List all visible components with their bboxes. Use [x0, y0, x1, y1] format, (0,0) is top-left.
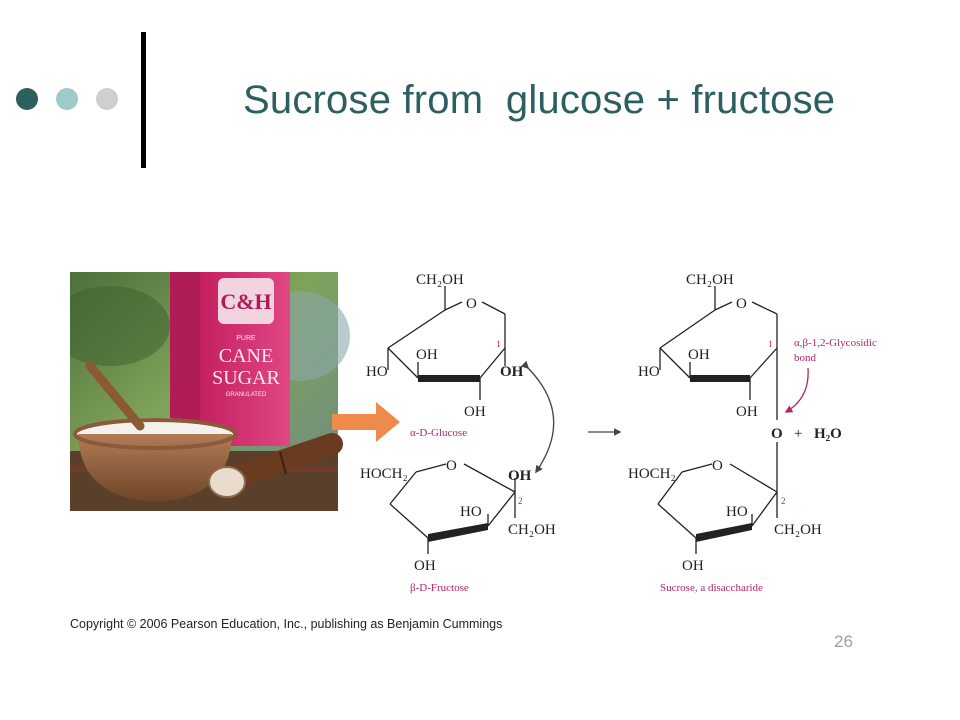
sucrose-c1-label: 1	[768, 339, 773, 349]
sucrose-ho-ring: HO	[726, 504, 748, 520]
fructose-ch2oh: CH₂OH	[508, 522, 556, 538]
sucrose-reaction-figure: C&H PURE CANE SUGAR GRANULATED CH₂OH O O…	[70, 272, 877, 594]
slide-title: Sucrose from glucose + fructose	[243, 78, 836, 122]
sucrose-oh-bottom-top: OH	[736, 404, 758, 420]
glucose-name: α-D-Glucose	[410, 427, 467, 439]
fructose-ring-o: O	[446, 458, 457, 474]
glucose-oh-bottom: OH	[464, 404, 486, 420]
sucrose-ch2oh: CH₂OH	[686, 272, 734, 288]
glucose-c1-label: 1	[496, 339, 501, 349]
sugar-photo: C&H PURE CANE SUGAR GRANULATED	[70, 272, 350, 511]
sucrose-ch2oh-bottom: CH₂OH	[774, 522, 822, 538]
box-sugar: SUGAR	[212, 367, 280, 389]
box-granulated: GRANULATED	[226, 392, 267, 398]
box-pure: PURE	[236, 335, 256, 342]
fructose-ho-ring: HO	[460, 504, 482, 520]
glucose-ring-o: O	[466, 296, 477, 312]
glucose-ho-left: HO	[366, 364, 388, 380]
fructose-structure	[389, 463, 516, 554]
fructose-hoch2: HOCH₂	[360, 466, 408, 482]
orange-arrow	[332, 402, 400, 442]
sucrose-c2-label: 2	[781, 496, 786, 506]
sucrose-name: Sucrose, a disaccharide	[660, 582, 763, 594]
sucrose-hoch2: HOCH₂	[628, 466, 676, 482]
sucrose-water: H₂O	[814, 426, 842, 442]
sucrose-ring-o-top: O	[736, 296, 747, 312]
sucrose-plus: +	[794, 426, 802, 442]
sucrose-bridge-o: O	[771, 426, 783, 442]
fructose-oh-top: OH	[508, 468, 532, 484]
sucrose-ring-o-bottom: O	[712, 458, 723, 474]
fructose-c2-label: 2	[518, 496, 523, 506]
glucose-ch2oh: CH₂OH	[416, 272, 464, 288]
glycosidic-bond-label-2: bond	[794, 352, 817, 364]
glycosidic-bond-label-1: α,β-1,2-Glycosidic	[794, 337, 877, 349]
sucrose-oh-bottom: OH	[682, 558, 704, 574]
glucose-structure	[387, 286, 506, 400]
decor-dot-light	[56, 88, 78, 110]
sucrose-oh-ring: OH	[688, 347, 710, 363]
fructose-name: β-D-Fructose	[410, 582, 469, 594]
fructose-oh-bottom: OH	[414, 558, 436, 574]
sucrose-ho-left: HO	[638, 364, 660, 380]
box-cane: CANE	[219, 345, 273, 367]
sucrose-structure	[657, 286, 778, 554]
box-logo: C&H	[220, 289, 271, 314]
decor-dot-dark	[16, 88, 38, 110]
decor-dot-gray	[96, 88, 118, 110]
glucose-oh-anomeric: OH	[500, 364, 524, 380]
copyright-notice: Copyright © 2006 Pearson Education, Inc.…	[70, 617, 503, 631]
condensation-arrow	[520, 360, 555, 474]
glucose-oh-ring: OH	[416, 347, 438, 363]
title-divider	[141, 32, 146, 168]
slide-number: 26	[834, 632, 853, 651]
glycosidic-bond-pointer	[784, 367, 809, 413]
